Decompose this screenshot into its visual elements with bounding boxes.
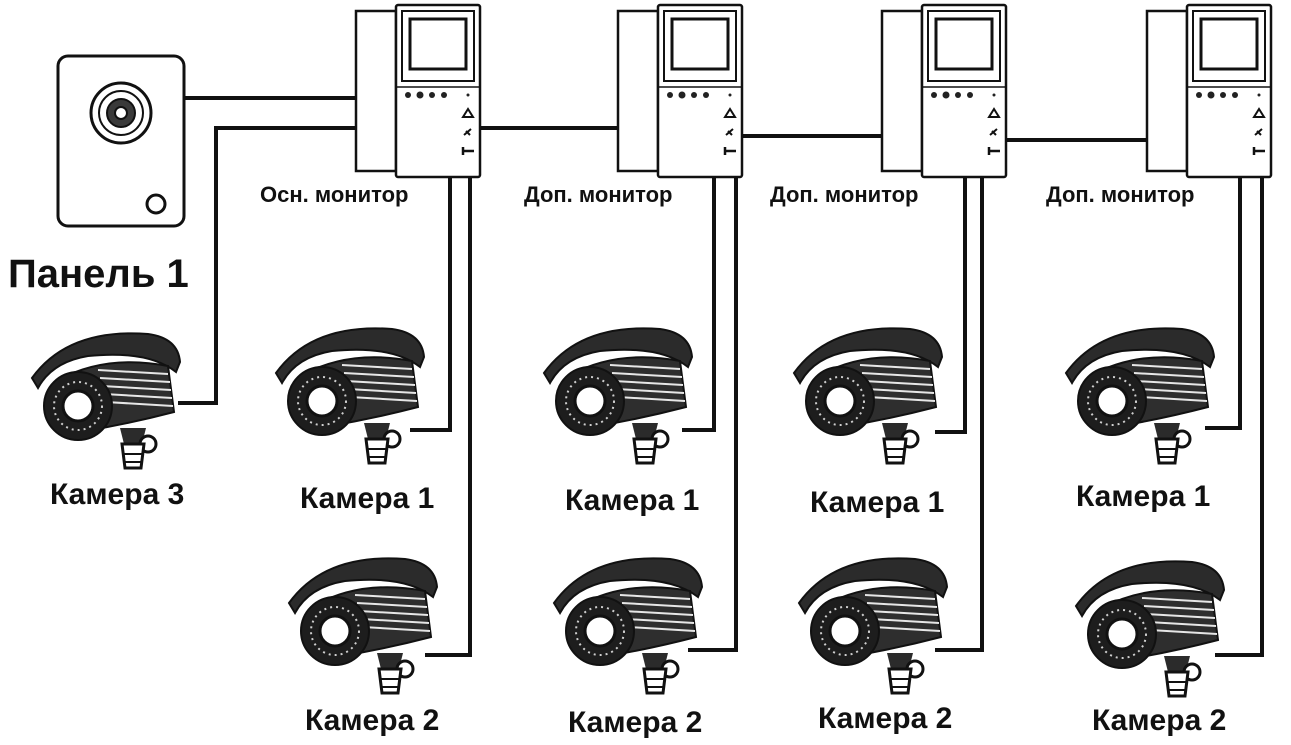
monitor-label-extra-1: Доп. монитор (524, 182, 673, 207)
camera-2-label-extra-2: Камера 2 (818, 702, 953, 735)
camera-3-icon (30, 331, 182, 470)
camera-2-extra-2-icon (797, 556, 949, 695)
camera-1-extra-2-icon (792, 326, 944, 465)
camera-1-label-extra-2: Камера 1 (810, 486, 945, 519)
camera-1-label-extra-3: Камера 1 (1076, 480, 1211, 513)
camera-1-label-extra-1: Камера 1 (565, 484, 700, 517)
monitor-label-main: Осн. монитор (260, 182, 409, 207)
camera-2-extra-3-icon (1074, 559, 1226, 698)
extra-monitor-1-icon (616, 3, 744, 179)
panel-label: Панель 1 (8, 252, 189, 296)
wires (178, 96, 1264, 657)
camera-2-main-icon (287, 556, 439, 695)
monitor-label-extra-2: Доп. монитор (770, 182, 919, 207)
camera-2-label-extra-3: Камера 2 (1092, 704, 1227, 737)
camera-1-label-main: Камера 1 (300, 482, 435, 515)
camera-1-extra-3-icon (1064, 326, 1216, 465)
panel-call-button-icon (145, 193, 167, 215)
camera-3-label: Камера 3 (50, 478, 185, 511)
monitor-label-extra-3: Доп. монитор (1046, 182, 1195, 207)
camera-1-main-icon (274, 326, 426, 465)
door-panel (56, 54, 186, 228)
extra-monitor-3-icon (1145, 3, 1273, 179)
main-monitor-icon (354, 3, 482, 179)
camera-2-extra-1-icon (552, 556, 704, 695)
camera-1-extra-1-icon (542, 326, 694, 465)
extra-monitor-2-icon (880, 3, 1008, 179)
camera-2-label-main: Камера 2 (305, 704, 440, 737)
camera-2-label-extra-1: Камера 2 (568, 706, 703, 739)
